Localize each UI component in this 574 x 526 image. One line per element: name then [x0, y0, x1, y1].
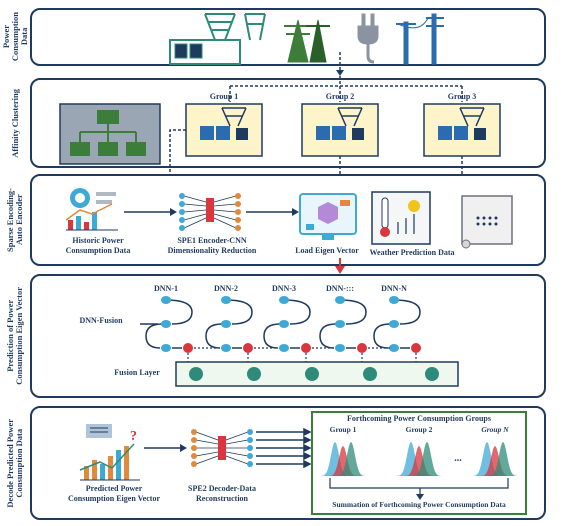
scroll-icon: [461, 195, 513, 249]
group-1-box: [185, 103, 263, 157]
load-eigen-label: Load Eigen Vector: [295, 246, 359, 255]
dnn-node: [335, 344, 345, 352]
power-line-icon: [396, 13, 444, 65]
dnn-2-label: DNN-2: [214, 284, 238, 293]
dnn-column: [205, 296, 256, 373]
svg-text:?: ?: [130, 429, 137, 444]
decode-group-2-label: Group 2: [405, 425, 433, 434]
dnn-node: [335, 320, 345, 328]
decode-group-n-label: Group N: [481, 425, 509, 434]
group-2-label: Group 2: [325, 92, 355, 101]
dnn-node: [389, 320, 399, 328]
group-2-box: [301, 103, 379, 157]
decode-group-1-label: Group 1: [329, 425, 357, 434]
fusion-node: [189, 367, 203, 381]
decoder-label: SPE2 Decoder-Data Reconstruction: [188, 484, 256, 503]
monitor-icon: [299, 193, 357, 240]
distribution-curve: [311, 442, 375, 476]
dnn-node: [335, 296, 345, 304]
transmission-tower-icon: [284, 19, 330, 63]
dnn-node: [389, 296, 399, 304]
dnn-n-label: DNN-N: [381, 284, 407, 293]
historic-data-icon: [65, 188, 118, 231]
dnn-output-node: [301, 343, 311, 353]
decode-ellipsis: ...: [454, 453, 462, 464]
substation-icon: [169, 13, 266, 65]
dnn-node: [279, 344, 289, 352]
dnn-3-label: DNN-3: [272, 284, 296, 293]
group-3-box: [423, 103, 501, 157]
dnn-node: [389, 344, 399, 352]
group-3-label: Group 3: [447, 92, 477, 101]
dnn-node: [161, 344, 171, 352]
sparse-encoding-panel: [30, 174, 546, 266]
dnn-node: [279, 320, 289, 328]
dnn-node: [161, 320, 171, 328]
weather-label: Weather Prediction Data: [369, 248, 455, 257]
dnn-1-label: DNN-1: [154, 284, 178, 293]
distribution-curve: [387, 442, 451, 476]
predicted-chart-icon: ?: [79, 424, 140, 481]
dnn-output-node: [183, 343, 193, 353]
forthcoming-title: Forthcoming Power Consumption Groups: [347, 414, 491, 423]
fusion-node: [247, 367, 261, 381]
fusion-node: [425, 367, 439, 381]
dnn-column: [145, 296, 196, 373]
dnn-output-node: [357, 343, 367, 353]
predicted-eigen-label: Predicted Power Consumption Eigen Vector: [67, 484, 160, 503]
dnn-node: [279, 296, 289, 304]
fusion-node: [305, 367, 319, 381]
decoder-network-icon: [191, 429, 253, 467]
dnn-node: [221, 344, 231, 352]
power-consumption-panel: [30, 8, 546, 66]
encoder-network-icon: [179, 193, 241, 231]
group-1-label: Group 1: [209, 92, 239, 101]
dnn-fusion-label: DNN-Fusion: [79, 316, 123, 325]
dnn-output-node: [243, 343, 253, 353]
dnn-node: [221, 320, 231, 328]
dnn-ellipsis-label: DNN-:::: [326, 284, 354, 293]
fusion-layer-label: Fusion Layer: [114, 368, 160, 377]
hierarchy-icon: [59, 103, 161, 165]
weather-icon: [371, 191, 431, 245]
dnn-column: [373, 296, 424, 373]
fusion-node: [363, 367, 377, 381]
dnn-output-node: [411, 343, 421, 353]
historic-data-label: Historic Power Consumption Data: [65, 236, 131, 255]
dnn-node: [221, 296, 231, 304]
plug-icon: [357, 13, 379, 64]
dnn-node: [161, 296, 171, 304]
summation-label: Summation of Forthcoming Power Consumpti…: [332, 500, 506, 509]
encoder-label: SPE1 Encoder-CNN Dimensionality Reductio…: [167, 236, 257, 255]
distribution-curve: [463, 442, 527, 476]
